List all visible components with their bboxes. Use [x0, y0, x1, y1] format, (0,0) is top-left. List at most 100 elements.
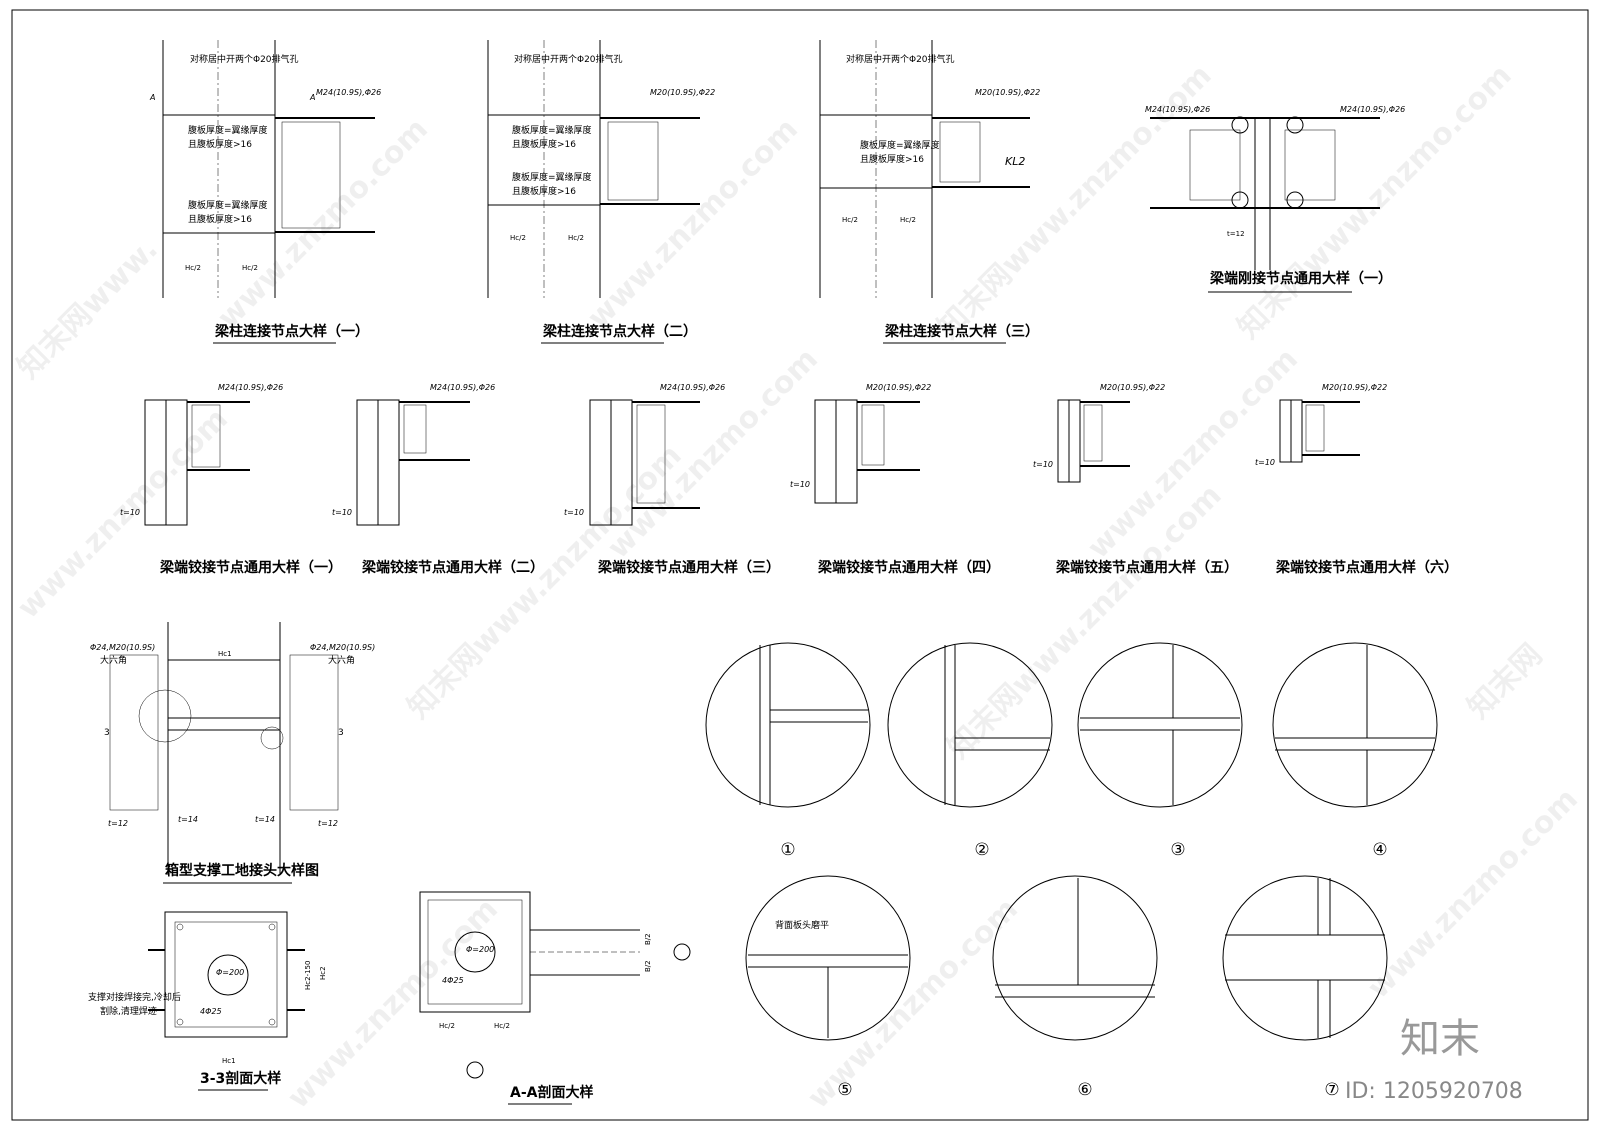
dim-t10: t=10: [120, 508, 140, 517]
title-sec33: 3-3剖面大样: [200, 1070, 281, 1087]
title-hinge3: 梁端铰接节点通用大样（三）: [597, 559, 780, 576]
detail-number-4: ④: [1372, 840, 1387, 860]
title-bc2: 梁柱连接节点大样（二）: [542, 323, 697, 340]
section-3-3: Φ=200 4Φ25 支撑对接焊接完,冷却后 割除,清理焊迹 Hc1 Hc2 H…: [88, 911, 327, 1091]
dim-t14: t=14: [178, 815, 198, 824]
plate-note-3: 腹板厚度=翼缘厚度: [188, 199, 268, 211]
bolt-spec: M24(10.9S),Φ26: [660, 383, 725, 392]
plate-note-4: 且腹板厚度>16: [188, 213, 252, 225]
rigid-joint-detail: M24(10.9S),Φ26 M24(10.9S),Φ26 t=12 梁端刚接节…: [1145, 105, 1405, 293]
dim-hc1: Hc1: [218, 650, 232, 658]
weld-detail-3: ③: [1077, 642, 1243, 860]
bolt-spec: M24(10.9S),Φ26: [218, 383, 283, 392]
hinge-detail-2: M24(10.9S),Φ26 t=10 梁端铰接节点通用大样（二）: [332, 383, 544, 576]
plate-note-1: 腹板厚度=翼缘厚度: [188, 124, 268, 136]
bolt-spec: M20(10.9S),Φ22: [975, 88, 1040, 97]
title-hinge6: 梁端铰接节点通用大样（六）: [1275, 559, 1458, 576]
box-brace-splice-detail: Φ24,M20(10.9S) Φ24,M20(10.9S) 大六角 大六角 Hc…: [90, 622, 375, 884]
beam-tag-kl2: KL2: [1005, 155, 1025, 168]
plate-note-1: 腹板厚度=翼缘厚度: [860, 139, 940, 151]
weld-detail-6: ⑥: [992, 875, 1158, 1100]
big-hex-label: 大六角: [100, 654, 127, 666]
sheet-border: [11, 9, 1589, 1121]
hole-dia: Φ=200: [466, 945, 494, 954]
hinge-detail-1: M24(10.9S),Φ26 t=10 梁端铰接节点通用大样（一）: [120, 383, 342, 576]
plate-note-2: 且腹板厚度>16: [512, 138, 576, 150]
dim-t10: t=10: [332, 508, 352, 517]
dim-hc2-150: Hc2-150: [304, 961, 312, 990]
title-hinge2: 梁端铰接节点通用大样（二）: [361, 559, 544, 576]
beam-column-detail-1: 对称居中开两个Φ20排气孔 腹板厚度=翼缘厚度 且腹板厚度>16 腹板厚度=翼缘…: [149, 40, 381, 344]
vent-note: 对称居中开两个Φ20排气孔: [846, 53, 955, 65]
detail-number-2: ②: [974, 840, 989, 860]
dim-t10: t=10: [1255, 458, 1275, 467]
weld-detail-2: ②: [887, 642, 1053, 860]
big-hex-label: 大六角: [328, 654, 355, 666]
title-box: 箱型支撑工地接头大样图: [165, 862, 319, 879]
weld-detail-7: ⑦: [1222, 875, 1388, 1100]
dim-hc2: Hc/2: [185, 264, 201, 272]
detail-number-7: ⑦: [1324, 1080, 1339, 1100]
dim-hc2: Hc/2: [510, 234, 526, 242]
dim-hc2: Hc/2: [842, 216, 858, 224]
dim-hc2: Hc2: [319, 966, 327, 980]
svg-text:www.znzmo.com: www.znzmo.com: [281, 892, 505, 1116]
beam-column-detail-3: 对称居中开两个Φ20排气孔 腹板厚度=翼缘厚度 且腹板厚度>16 M20(10.…: [819, 40, 1040, 344]
detail-number-6: ⑥: [1077, 1080, 1092, 1100]
svg-text:知末网www.znzmo.com: 知末网www.znzmo.com: [941, 478, 1229, 766]
dim-hc2: Hc/2: [439, 1022, 455, 1030]
bolt-spec: M24(10.9S),Φ26: [1340, 105, 1405, 114]
box-bolt-spec: Φ24,M20(10.9S): [90, 643, 155, 652]
plate-note-2: 且腹板厚度>16: [860, 153, 924, 165]
box-bolt-spec: Φ24,M20(10.9S): [310, 643, 375, 652]
dim-t12: t=12: [108, 819, 128, 828]
svg-text:www.znzmo.com: www.znzmo.com: [581, 112, 805, 336]
dim-t14: t=14: [255, 815, 275, 824]
title-hinge5: 梁端铰接节点通用大样（五）: [1055, 559, 1238, 576]
dim-t10: t=10: [564, 508, 584, 517]
title-bc1: 梁柱连接节点大样（一）: [214, 323, 369, 340]
dim-hc2: Hc/2: [242, 264, 258, 272]
bolt-spec: M24(10.9S),Φ26: [1145, 105, 1210, 114]
svg-text:知末网www.znzmo.com: 知末网www.znzmo.com: [931, 58, 1219, 346]
brace-note-2: 割除,清理焊迹: [100, 1005, 157, 1017]
weld-detail-1: ①: [705, 642, 871, 860]
dim-hc2: Hc/2: [568, 234, 584, 242]
hinge-detail-5: M20(10.9S),Φ22 t=10 梁端铰接节点通用大样（五）: [1033, 383, 1238, 576]
section-mark-3: 3: [338, 728, 344, 738]
detail-number-5: ⑤: [837, 1080, 852, 1100]
vent-note: 对称居中开两个Φ20排气孔: [514, 53, 623, 65]
bolt-spec: M20(10.9S),Φ22: [1100, 383, 1165, 392]
weld-detail-4: ④: [1272, 642, 1438, 860]
bolt-spec: M24(10.9S),Φ26: [316, 88, 381, 97]
svg-text:www.znzmo.com: www.znzmo.com: [801, 892, 1025, 1116]
section-mark-a: A: [149, 93, 155, 102]
bolts-count: 4Φ25: [442, 976, 464, 985]
plate-note-1: 腹板厚度=翼缘厚度: [512, 124, 592, 136]
hole-dia: Φ=200: [216, 968, 244, 977]
svg-text:www.znzmo.com: www.znzmo.com: [1361, 782, 1585, 1006]
detail-number-3: ③: [1170, 840, 1185, 860]
hinge-detail-3: M24(10.9S),Φ26 t=10 梁端铰接节点通用大样（三）: [564, 383, 780, 576]
svg-text:知末网www.znzmo.com: 知末网www.znzmo.com: [401, 438, 689, 726]
section-a-a: Φ=200 4Φ25 Hc/2 Hc/2 B/2 B/2 A-A剖面大样: [419, 891, 691, 1105]
bolt-spec: M24(10.9S),Φ26: [430, 383, 495, 392]
svg-text:知末网www.znzmo.com: 知末网www.znzmo.com: [1231, 58, 1519, 346]
bolt-spec: M20(10.9S),Φ22: [650, 88, 715, 97]
dim-hc2: Hc/2: [494, 1022, 510, 1030]
weld-note: 背面板头磨平: [775, 919, 829, 931]
dim-b2: B/2: [644, 933, 652, 945]
plate-note-2: 且腹板厚度>16: [188, 138, 252, 150]
dim-t12: t=12: [318, 819, 338, 828]
vent-note: 对称居中开两个Φ20排气孔: [190, 53, 299, 65]
title-hinge4: 梁端铰接节点通用大样（四）: [817, 559, 1000, 576]
weld-detail-5: 背面板头磨平 ⑤: [745, 875, 911, 1100]
beam-column-detail-2: 对称居中开两个Φ20排气孔 腹板厚度=翼缘厚度 且腹板厚度>16 腹板厚度=翼缘…: [487, 40, 715, 344]
bolt-spec: M20(10.9S),Φ22: [866, 383, 931, 392]
svg-text:知末网: 知末网: [1461, 637, 1549, 725]
dim-hc2: Hc/2: [900, 216, 916, 224]
title-secAA: A-A剖面大样: [510, 1084, 593, 1101]
bolt-spec: M20(10.9S),Φ22: [1322, 383, 1387, 392]
dim-b2: B/2: [644, 960, 652, 972]
